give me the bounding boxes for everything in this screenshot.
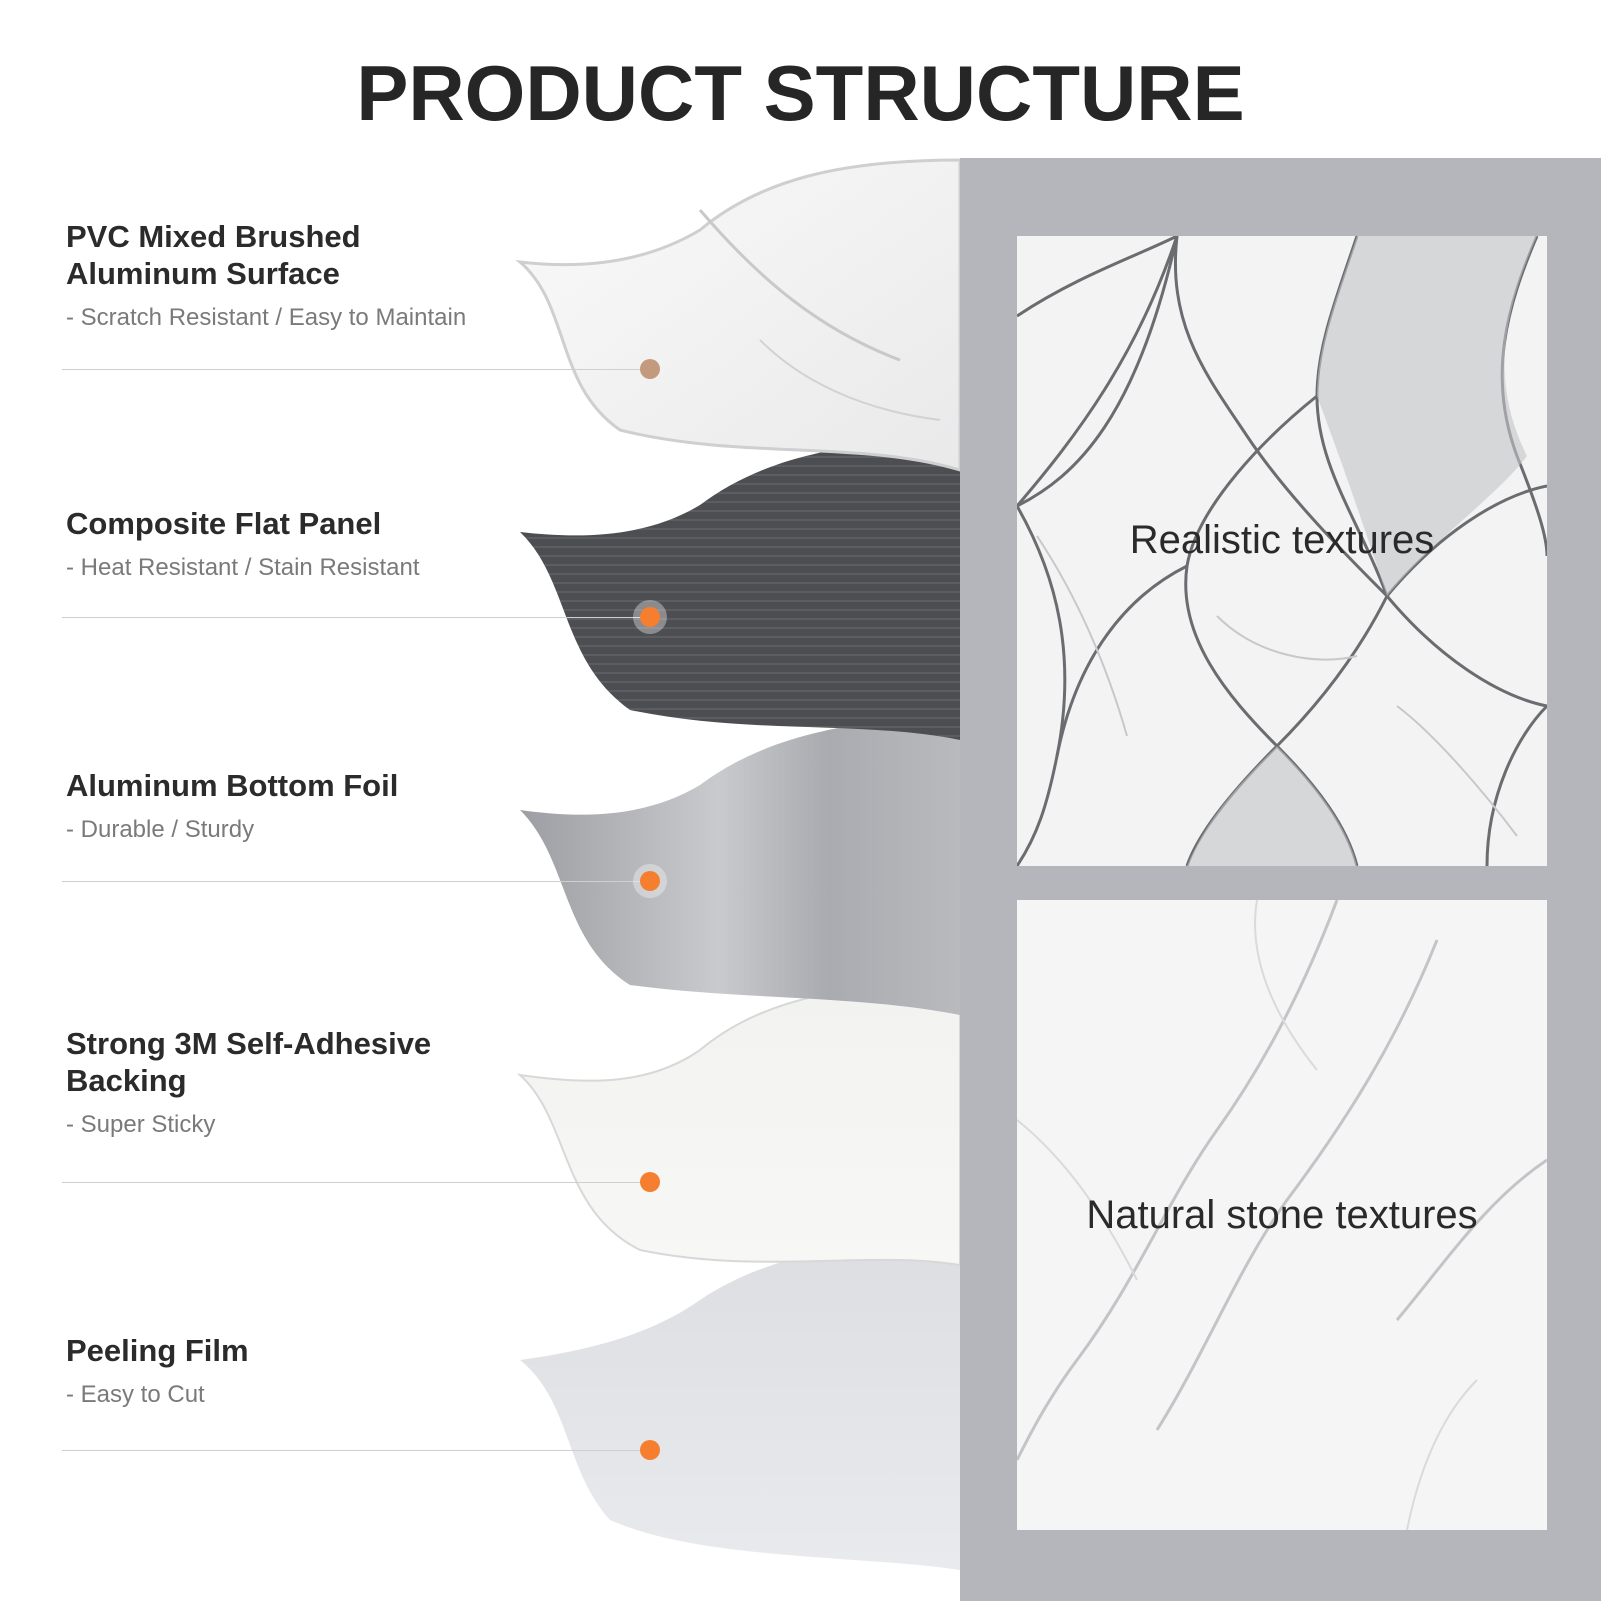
layer-peeling-film: Peeling Film - Easy to Cut bbox=[66, 1332, 546, 1409]
marble-texture-image bbox=[1017, 900, 1547, 1530]
layer-pvc-surface: PVC Mixed Brushed Aluminum Surface - Scr… bbox=[66, 218, 546, 332]
leader-line bbox=[62, 1450, 650, 1451]
layer-subtitle: - Super Sticky bbox=[66, 1111, 216, 1138]
leader-line bbox=[62, 369, 650, 370]
layer-marker-dot bbox=[640, 871, 660, 891]
page-title: PRODUCT STRUCTURE bbox=[356, 49, 1245, 137]
layer-marker-dot bbox=[640, 1172, 660, 1192]
layer-composite-panel: Composite Flat Panel - Heat Resistant / … bbox=[66, 505, 546, 582]
layer-title: Aluminum Bottom Foil bbox=[66, 768, 399, 803]
layer-title: Aluminum Surface bbox=[66, 256, 340, 291]
layer-subtitle: - Heat Resistant / Stain Resistant bbox=[66, 554, 420, 581]
realistic-textures-card: Realistic textures bbox=[1017, 236, 1547, 866]
natural-stone-label: Natural stone textures bbox=[1086, 1193, 1478, 1237]
composite-panel-layer bbox=[520, 440, 960, 740]
aluminum-foil-layer bbox=[520, 715, 960, 1015]
leader-line bbox=[62, 617, 650, 618]
layer-title: Strong 3M Self-Adhesive bbox=[66, 1026, 432, 1061]
leader-line bbox=[62, 1182, 650, 1183]
natural-stone-card: Natural stone textures bbox=[1017, 900, 1547, 1530]
layer-aluminum-foil: Aluminum Bottom Foil - Durable / Sturdy bbox=[66, 767, 546, 844]
peeling-film-layer bbox=[520, 1240, 960, 1570]
layer-title: Backing bbox=[66, 1063, 187, 1098]
layer-subtitle: - Durable / Sturdy bbox=[66, 816, 255, 843]
leader-line bbox=[62, 881, 650, 882]
realistic-textures-label: Realistic textures bbox=[1129, 518, 1435, 562]
layer-subtitle: - Easy to Cut bbox=[66, 1381, 205, 1408]
adhesive-backing-layer bbox=[516, 978, 960, 1267]
layer-adhesive-backing: Strong 3M Self-Adhesive Backing - Super … bbox=[66, 1025, 546, 1139]
layer-subtitle: - Scratch Resistant / Easy to Maintain bbox=[66, 304, 467, 331]
fan-tile-pattern-image bbox=[1017, 236, 1547, 866]
layer-marker-dot bbox=[640, 359, 660, 379]
layer-title: Composite Flat Panel bbox=[66, 506, 382, 541]
pvc-surface-layer bbox=[515, 158, 960, 472]
layer-stack-illustration bbox=[515, 158, 960, 1570]
layer-title: Peeling Film bbox=[66, 1333, 249, 1368]
layer-title: PVC Mixed Brushed bbox=[66, 219, 361, 254]
layer-marker-dot bbox=[640, 1440, 660, 1460]
layer-marker-dot bbox=[640, 607, 660, 627]
